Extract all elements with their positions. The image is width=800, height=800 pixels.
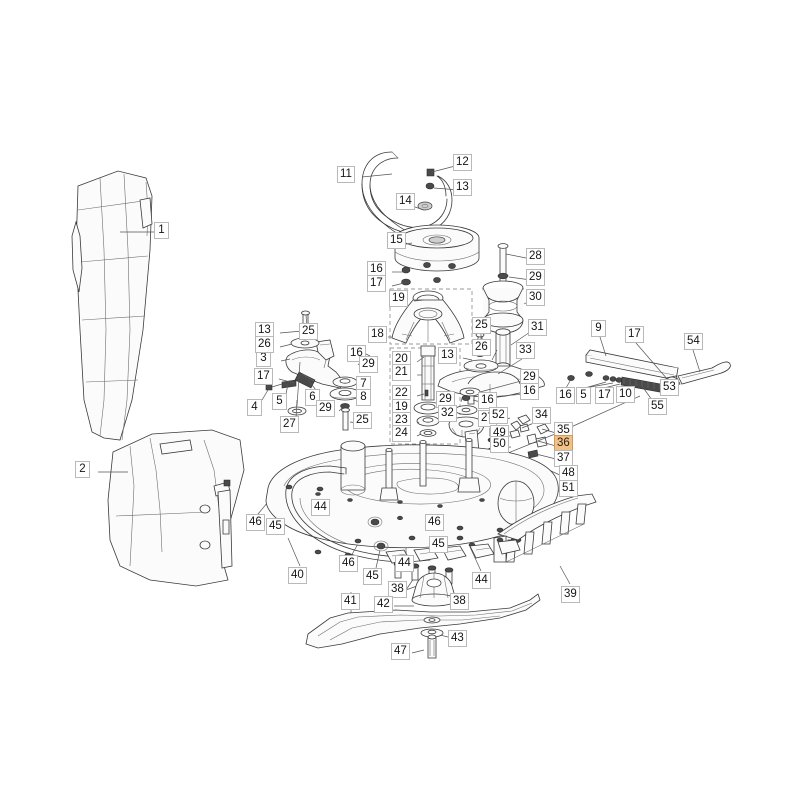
- part-33-spindle-support-plate: [437, 365, 545, 405]
- callout-label-1[interactable]: 1: [154, 222, 169, 239]
- part-1-discharge-chute: [71, 170, 153, 441]
- callout-label-12[interactable]: 12: [453, 154, 472, 171]
- callout-label-9[interactable]: 9: [591, 320, 606, 337]
- callout-label-25[interactable]: 25: [472, 317, 491, 334]
- callout-label-11[interactable]: 11: [337, 166, 355, 183]
- callout-label-52[interactable]: 52: [489, 407, 508, 424]
- callout-label-8[interactable]: 8: [356, 389, 371, 406]
- callout-label-17[interactable]: 17: [595, 387, 614, 404]
- callout-label-21[interactable]: 21: [392, 364, 411, 381]
- part-39-rear-rake: [493, 493, 597, 563]
- callout-label-34[interactable]: 34: [532, 407, 551, 424]
- callout-label-25[interactable]: 25: [353, 412, 372, 429]
- part-3-idler-arm: [265, 310, 345, 416]
- callout-label-45[interactable]: 45: [429, 536, 448, 553]
- parts-7-8-idler-pulley: [329, 376, 361, 431]
- callout-label-24[interactable]: 24: [392, 425, 411, 442]
- callout-label-46[interactable]: 46: [425, 514, 444, 531]
- callout-label-5[interactable]: 5: [576, 387, 591, 404]
- parts-9-10-spring-rod-assembly: [567, 349, 731, 396]
- part-2-rear-deflector: [107, 429, 245, 587]
- callout-label-19[interactable]: 19: [392, 399, 411, 416]
- callout-label-28[interactable]: 28: [526, 248, 545, 265]
- callout-label-38[interactable]: 38: [388, 581, 407, 598]
- callout-label-50[interactable]: 50: [490, 436, 509, 453]
- callout-label-33[interactable]: 33: [516, 342, 535, 359]
- callout-label-22[interactable]: 22: [392, 385, 411, 402]
- callout-label-15[interactable]: 15: [387, 232, 406, 249]
- callout-label-29[interactable]: 29: [316, 400, 335, 417]
- part-15-drive-pulley: [394, 224, 480, 272]
- callout-label-45[interactable]: 45: [363, 568, 382, 585]
- callout-label-26[interactable]: 26: [255, 336, 274, 353]
- callout-label-16[interactable]: 16: [520, 383, 539, 400]
- callout-label-18[interactable]: 18: [368, 326, 387, 343]
- callout-label-37[interactable]: 37: [554, 450, 573, 467]
- part-42-blade-hub: [411, 572, 457, 607]
- callout-label-16[interactable]: 16: [556, 387, 575, 404]
- callout-label-10[interactable]: 10: [616, 386, 635, 403]
- callout-label-7[interactable]: 7: [356, 376, 371, 393]
- callout-label-13[interactable]: 13: [438, 347, 457, 364]
- callout-label-54[interactable]: 54: [684, 333, 703, 350]
- callout-label-30[interactable]: 30: [526, 289, 545, 306]
- part-40-front-bumper: [285, 465, 431, 563]
- callout-label-27[interactable]: 27: [280, 416, 299, 433]
- callout-label-19[interactable]: 19: [389, 290, 408, 307]
- callout-label-17[interactable]: 17: [625, 326, 644, 343]
- callout-label-29[interactable]: 29: [359, 356, 378, 373]
- callout-label-29[interactable]: 29: [526, 269, 545, 286]
- callout-label-2[interactable]: 2: [75, 461, 90, 478]
- callout-label-40[interactable]: 40: [288, 567, 307, 584]
- parts-44-46-deck-fasteners: [285, 484, 504, 558]
- part-18-19-spindle-housing: [391, 290, 465, 344]
- callout-label-51[interactable]: 51: [559, 480, 578, 497]
- callout-label-36[interactable]: 36: [554, 435, 573, 452]
- callout-label-41[interactable]: 41: [341, 593, 360, 610]
- parts-28-31-right-pulley: [482, 243, 524, 370]
- callout-label-46[interactable]: 46: [246, 514, 265, 531]
- callout-label-44[interactable]: 44: [311, 499, 330, 516]
- callout-label-55[interactable]: 55: [648, 398, 667, 415]
- callout-label-13[interactable]: 13: [453, 179, 472, 196]
- parts-20-24-spindle-shaft-stack: [413, 345, 443, 437]
- callout-label-25[interactable]: 25: [299, 323, 318, 340]
- callout-label-39[interactable]: 39: [561, 586, 580, 603]
- callout-label-26[interactable]: 26: [472, 339, 491, 356]
- callout-label-43[interactable]: 43: [448, 630, 467, 647]
- part-12-13-belt-hardware: [417, 168, 435, 211]
- callout-label-42[interactable]: 42: [374, 596, 393, 613]
- callout-label-5[interactable]: 5: [272, 393, 287, 410]
- callout-label-44[interactable]: 44: [395, 555, 414, 572]
- callout-label-4[interactable]: 4: [247, 399, 262, 416]
- callout-label-44[interactable]: 44: [472, 572, 491, 589]
- part-48-51-mower-deck: [265, 437, 559, 549]
- callout-label-53[interactable]: 53: [660, 379, 679, 396]
- callout-label-17[interactable]: 17: [254, 368, 273, 385]
- part-41-cutting-blade: [305, 593, 541, 649]
- parts-43-47-blade-bolt: [420, 628, 444, 659]
- callout-label-17[interactable]: 17: [367, 275, 386, 292]
- callout-label-16[interactable]: 16: [478, 392, 497, 409]
- callout-label-38[interactable]: 38: [450, 593, 469, 610]
- callout-label-47[interactable]: 47: [391, 643, 410, 660]
- parts-34-37-49-52-hardware: [464, 414, 550, 462]
- callout-label-35[interactable]: 35: [554, 422, 573, 439]
- parts-16-17-pulley-bolts: [401, 262, 456, 286]
- callout-label-32[interactable]: 32: [438, 405, 457, 422]
- callout-label-45[interactable]: 45: [266, 518, 285, 535]
- callout-label-46[interactable]: 46: [339, 555, 358, 572]
- callout-label-14[interactable]: 14: [396, 193, 415, 210]
- callout-label-31[interactable]: 31: [528, 319, 547, 336]
